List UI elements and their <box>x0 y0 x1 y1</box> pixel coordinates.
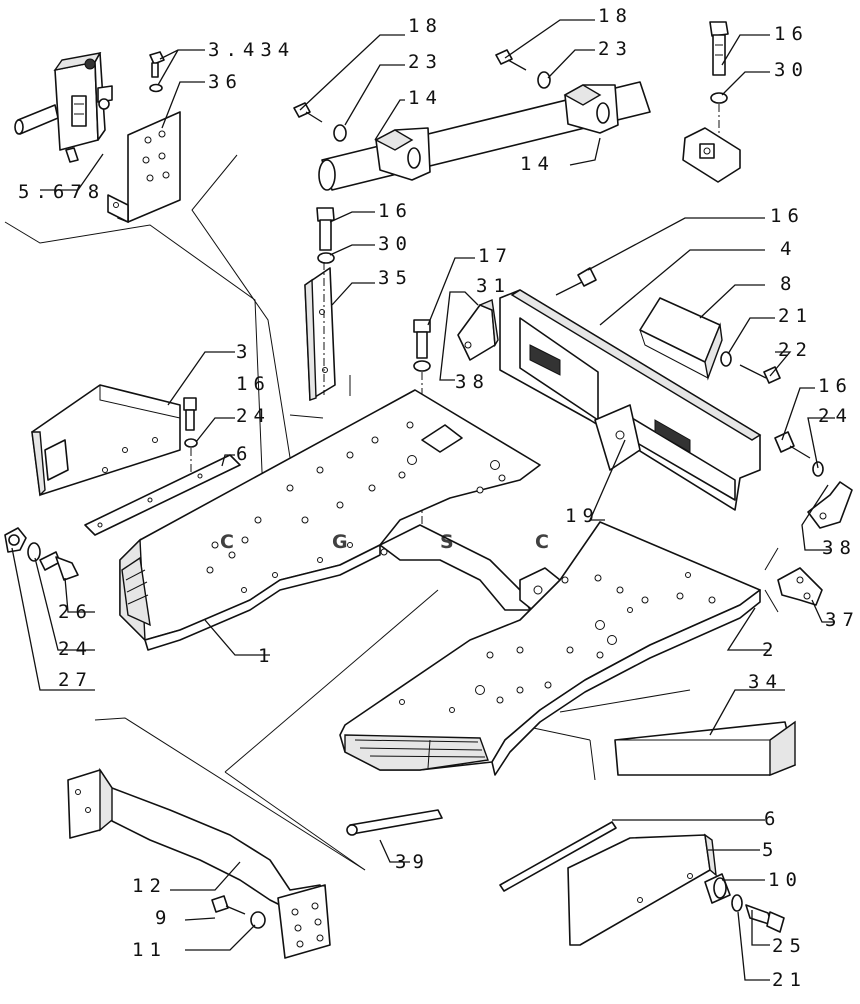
bracket-35 <box>304 262 336 401</box>
floor-plate-1-holes <box>206 421 506 593</box>
label-38-center: 38 <box>455 371 490 393</box>
bracket-36 <box>107 111 181 224</box>
crossmember-12 <box>67 767 331 959</box>
label-1: 1 <box>258 645 275 667</box>
label-24-right: 24 <box>818 405 853 427</box>
fasteners-26-24-27 <box>4 527 79 581</box>
bolt-16-right-panel <box>555 267 597 296</box>
label-9: 9 <box>155 907 172 929</box>
bolt-16-top-right <box>709 21 729 140</box>
bolt-3-434 <box>149 51 165 93</box>
label-23-right: 23 <box>598 38 633 60</box>
label-17: 17 <box>478 245 513 267</box>
floor-plate-1-grille <box>121 556 151 627</box>
leader-lines <box>11 19 835 981</box>
label-14-bottom: 14 <box>520 153 555 175</box>
label-31: 31 <box>476 275 511 297</box>
label-11: 11 <box>132 939 167 961</box>
cover-3 <box>31 384 181 497</box>
watermark-letter-g: G <box>332 531 348 553</box>
bolts-18-23 <box>293 49 551 142</box>
label-38-right: 38 <box>822 537 857 559</box>
valve-assembly <box>14 52 113 163</box>
label-5: 5 <box>762 839 779 861</box>
washer-21-bolt-22 <box>720 351 781 384</box>
bracket-38-center <box>457 299 499 361</box>
label-14-top: 14 <box>408 87 443 109</box>
label-21-right: 21 <box>778 305 813 327</box>
floor-plate-2-grille <box>354 739 486 769</box>
bolt-16-left <box>183 397 198 475</box>
strip-6-left <box>84 454 241 536</box>
label-6-bottom: 6 <box>764 808 781 830</box>
bolt-16-center <box>316 207 335 264</box>
label-16-left: 16 <box>236 373 271 395</box>
label-30-top-right: 30 <box>774 59 809 81</box>
label-26: 26 <box>58 601 93 623</box>
label-10: 10 <box>768 869 803 891</box>
label-16-panel: 16 <box>770 205 805 227</box>
watermark-letter-c1: C <box>220 531 234 553</box>
plate-37 <box>777 567 823 606</box>
floor-plate-2 <box>339 521 761 776</box>
label-35: 35 <box>378 267 413 289</box>
label-8: 8 <box>780 273 797 295</box>
label-27: 27 <box>58 669 93 691</box>
bolt-9-washer-11 <box>211 895 266 929</box>
label-36: 36 <box>208 71 243 93</box>
panel-4 <box>499 289 762 511</box>
label-24-left: 24 <box>236 405 271 427</box>
panel-8 <box>639 297 723 381</box>
cgsc-watermark-logo: C G S C <box>220 531 549 553</box>
center-connector <box>379 524 561 613</box>
floor-plate-2-holes <box>399 572 716 713</box>
label-2: 2 <box>762 639 779 661</box>
label-34: 34 <box>748 671 783 693</box>
strip-6-bottom <box>499 821 617 892</box>
label-19: 19 <box>565 505 600 527</box>
label-24-small: 24 <box>58 638 93 660</box>
shaft-with-clamps <box>318 81 651 191</box>
label-25: 25 <box>772 935 807 957</box>
watermark-letter-s: S <box>440 531 454 553</box>
label-16-right: 16 <box>818 375 853 397</box>
label-37: 37 <box>825 609 860 631</box>
label-4: 4 <box>780 238 797 260</box>
label-22: 22 <box>778 339 813 361</box>
label-18-right: 18 <box>598 5 633 27</box>
label-5-678: 5.678 <box>18 181 105 203</box>
label-3: 3 <box>236 341 253 363</box>
watermark-letter-c2: C <box>535 531 549 553</box>
bracket-38-right <box>807 481 853 529</box>
label-21-bottom: 21 <box>772 969 807 991</box>
clip-nut <box>682 127 741 183</box>
label-12: 12 <box>132 875 167 897</box>
label-3-434: 3.434 <box>208 39 295 61</box>
floor-plate-1 <box>119 389 541 651</box>
strip-34 <box>614 720 796 777</box>
label-6-left: 6 <box>236 443 253 465</box>
rod-39 <box>346 809 443 836</box>
label-16-top-right: 16 <box>774 23 809 45</box>
label-30-center: 30 <box>378 233 413 255</box>
panel-5 <box>567 833 717 946</box>
label-39: 39 <box>395 851 430 873</box>
label-23-left: 23 <box>408 51 443 73</box>
part-labels: 1 2 3 3.434 4 5 5.678 6 6 8 9 10 11 12 1… <box>18 5 860 991</box>
label-18-left: 18 <box>408 15 443 37</box>
label-16-center: 16 <box>378 200 413 222</box>
